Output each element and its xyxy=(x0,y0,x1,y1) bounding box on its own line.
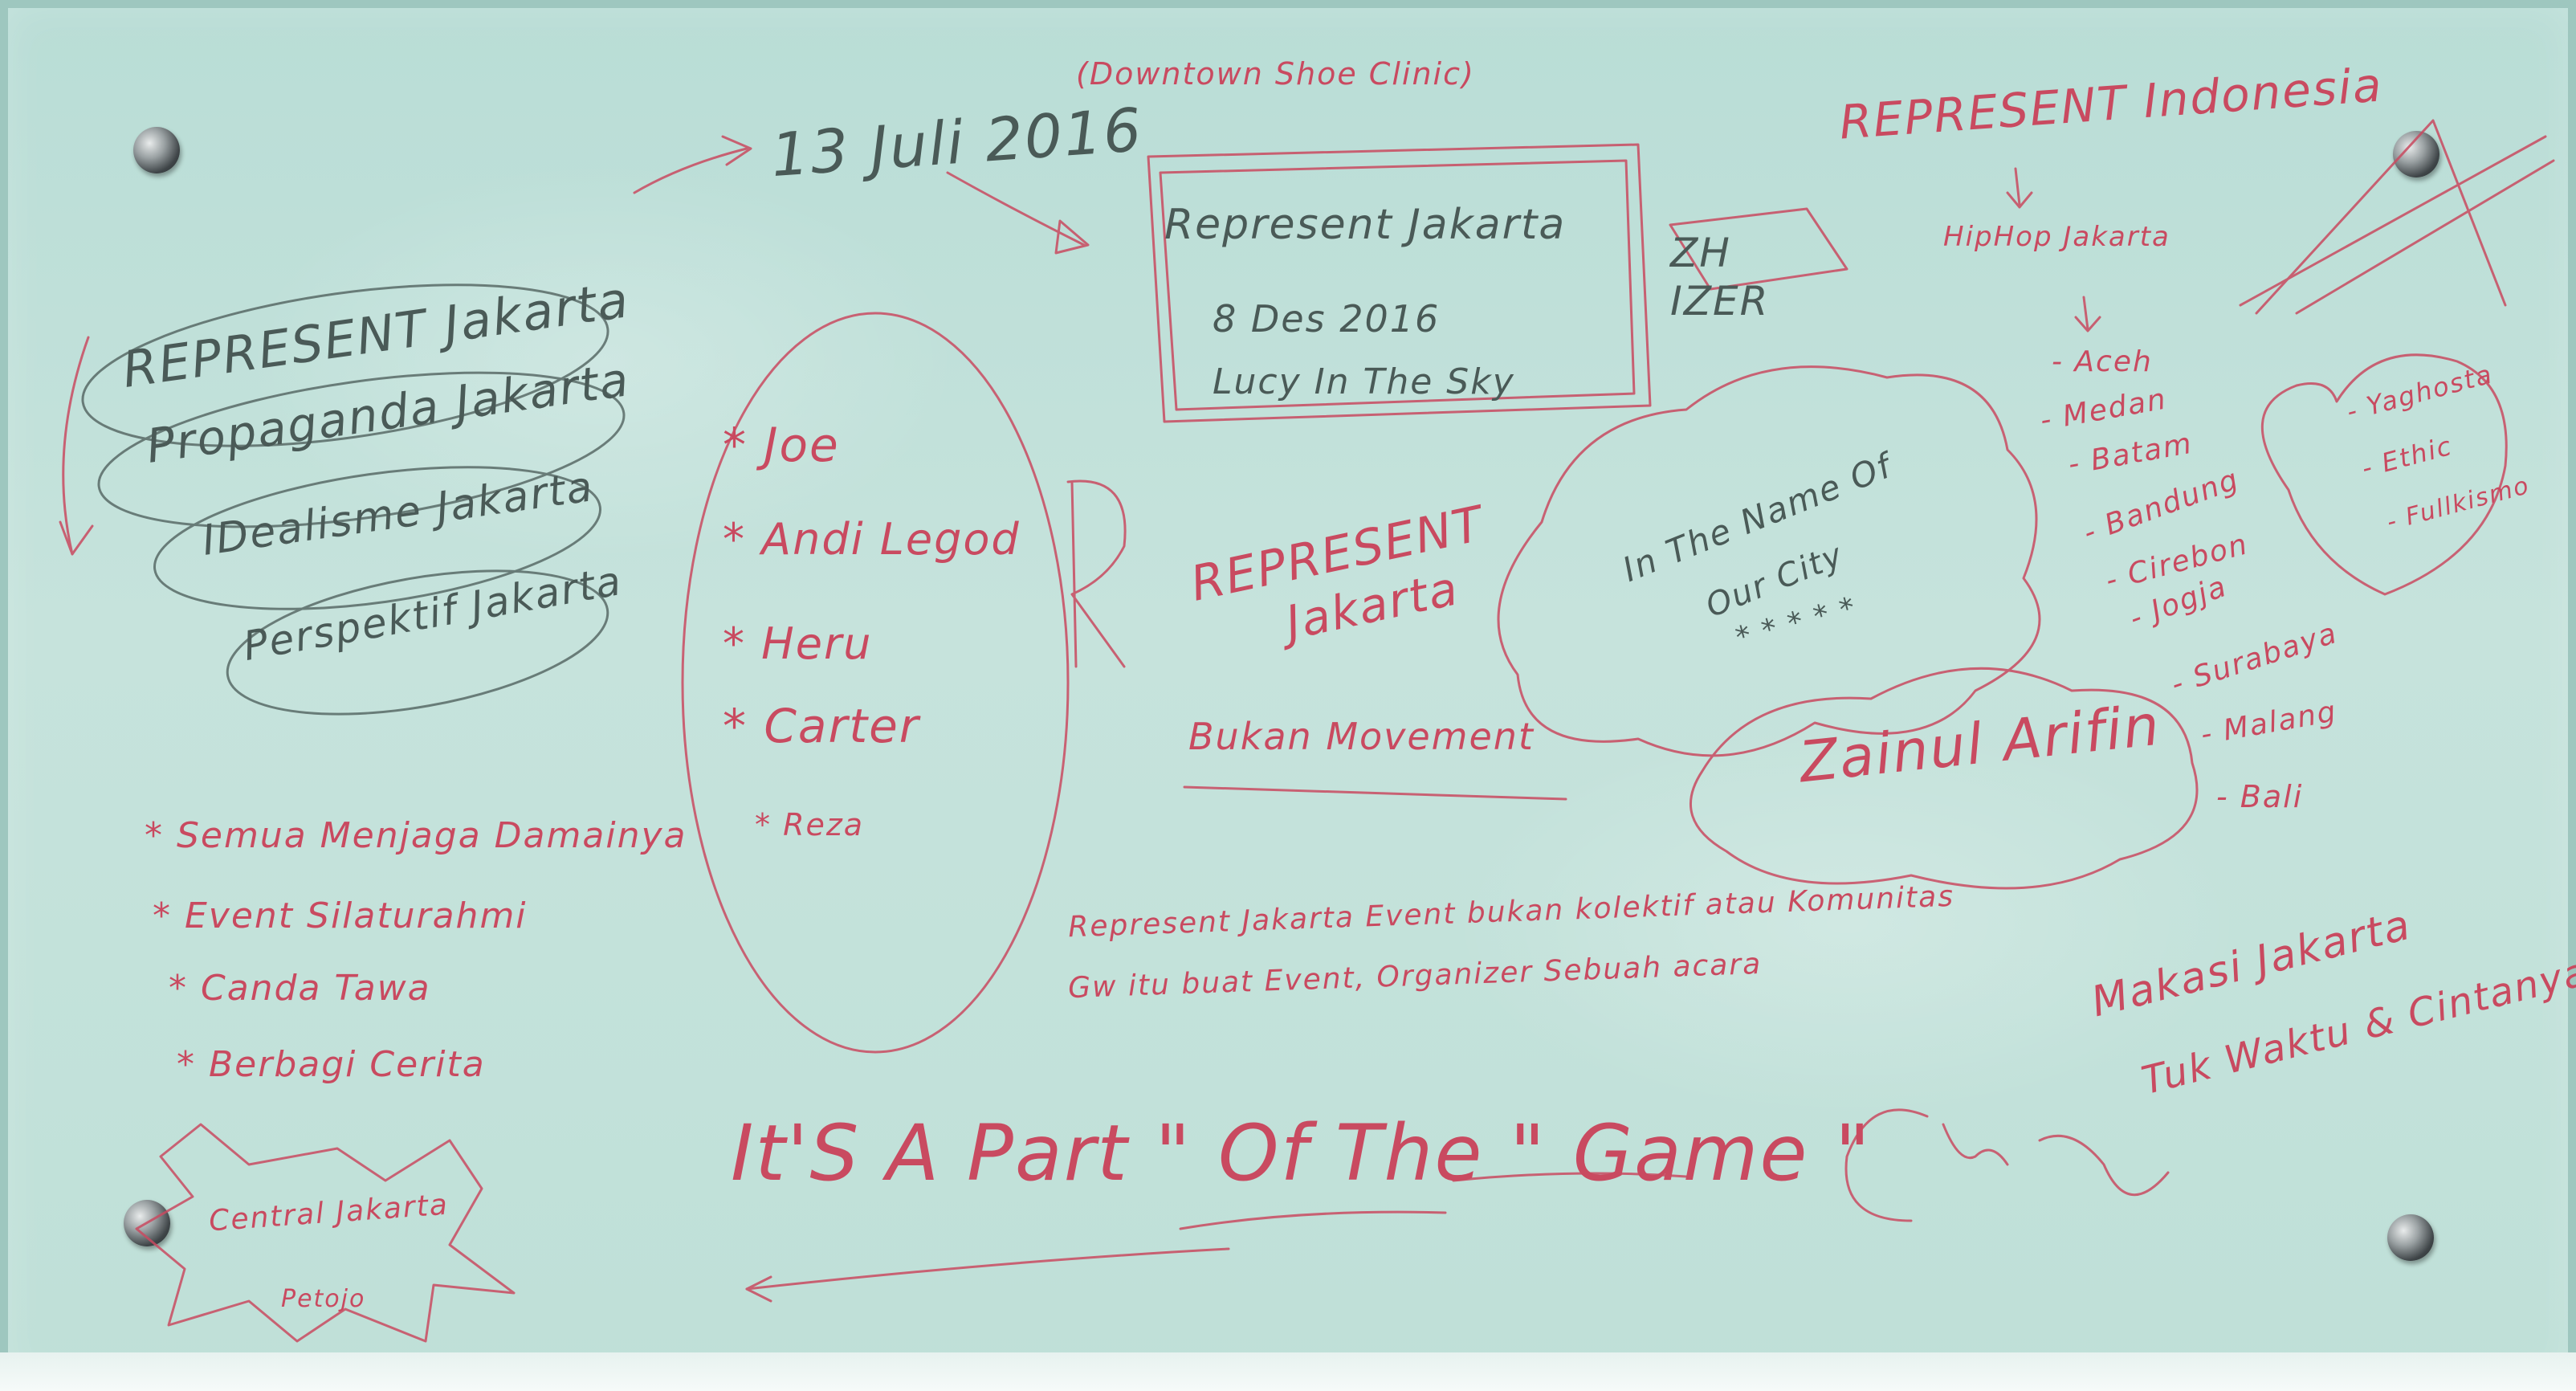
glass-glare xyxy=(241,161,964,562)
mounting-bolt-bottom-right xyxy=(2387,1214,2434,1261)
signature-stroke xyxy=(1844,1108,2170,1222)
arrow-to-event-box xyxy=(946,171,1086,247)
left-bracket-stroke xyxy=(62,336,90,556)
bullet-1: * Semua Menjaga Damainya xyxy=(145,815,687,856)
arrow-to-date xyxy=(633,147,748,194)
names-item-4: * Carter xyxy=(723,699,920,753)
burst-shape xyxy=(135,1123,516,1343)
petojo: Petojo xyxy=(281,1285,366,1313)
event-box-line-3: Lucy In The Sky xyxy=(1213,361,1515,402)
left-oval-4 xyxy=(226,569,609,716)
left-oval-1 xyxy=(81,284,609,447)
names-ellipse xyxy=(681,312,1070,1054)
names-item-2: * Andi Legod xyxy=(723,514,1021,565)
names-item-1: * Joe xyxy=(723,418,840,472)
game-underline xyxy=(745,1247,1230,1291)
bullet-2: * Event Silaturahmi xyxy=(153,895,528,936)
left-oval-2 xyxy=(97,371,626,528)
names-item-5: * Reza xyxy=(755,807,865,842)
zhizer-text: ZH IZER xyxy=(1670,230,1770,324)
city-9: - Bali xyxy=(2216,779,2304,814)
names-item-3: * Heru xyxy=(723,618,873,669)
bukan-movement: Bukan Movement xyxy=(1188,715,1535,758)
event-box-line-1: Represent Jakarta xyxy=(1164,201,1567,249)
mounting-bolt-top-left xyxy=(133,127,180,173)
big-a-shape xyxy=(2255,119,2507,315)
event-box-frame xyxy=(1147,143,1652,423)
glass-glare xyxy=(1445,723,2248,1124)
slogan: It'S A Part " Of The " Game " xyxy=(731,1108,1873,1198)
hiphop-jakarta: HipHop Jakarta xyxy=(1943,221,2170,253)
cloud-shape xyxy=(1497,365,2041,757)
left-oval-3 xyxy=(153,466,601,610)
bullet-4: * Berbagi Cerita xyxy=(177,1044,486,1085)
top-note: (Downtown Shoe Clinic) xyxy=(1076,56,1475,92)
board-bottom-edge xyxy=(0,1352,2576,1391)
small-cloud-shape xyxy=(1689,667,2199,890)
bullet-3: * Canda Tawa xyxy=(169,968,431,1009)
city-1: - Aceh xyxy=(2052,345,2153,378)
bukan-underline xyxy=(1183,785,1567,801)
zhizer-frame xyxy=(1669,207,1848,291)
event-box-line-2: 8 Des 2016 xyxy=(1213,297,1441,341)
heart-shape xyxy=(2261,353,2508,596)
